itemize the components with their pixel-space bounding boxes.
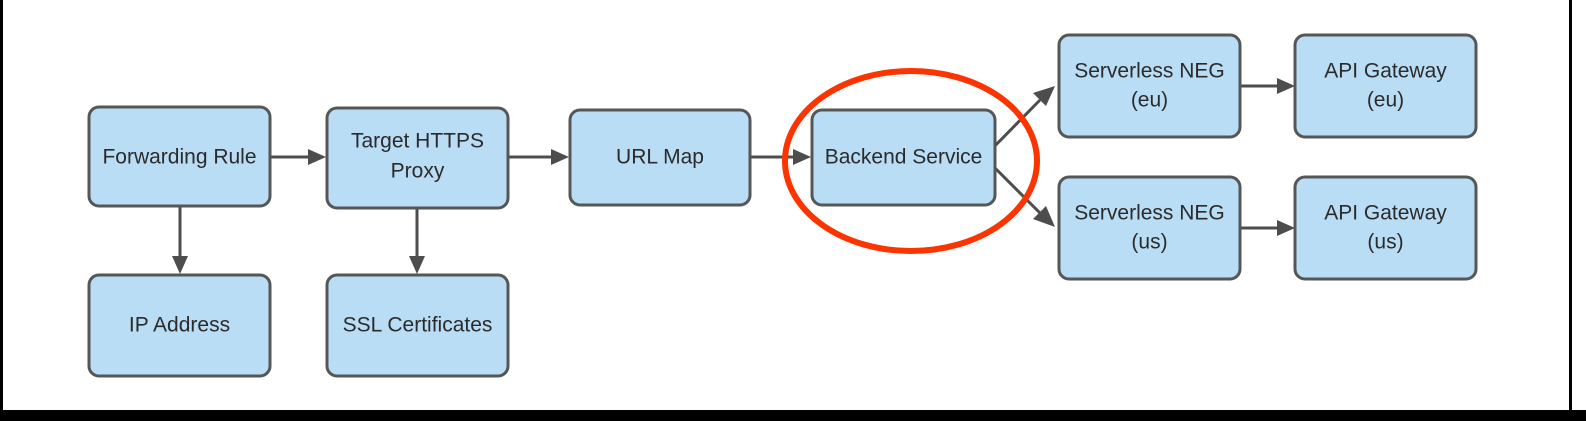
frame-right-border	[1569, 0, 1572, 421]
node-forwarding-rule-box[interactable]	[87, 105, 272, 208]
node-api-gateway-eu-label-line2: (eu)	[1367, 89, 1404, 112]
node-target-https-proxy[interactable]: Target HTTPS Proxy	[325, 106, 510, 210]
node-serverless-neg-us[interactable]: Serverless NEG (us)	[1057, 175, 1242, 281]
node-backend-service-box[interactable]	[810, 108, 997, 207]
node-api-gateway-us-box[interactable]	[1293, 175, 1478, 281]
node-url-map[interactable]: URL Map	[568, 108, 752, 207]
node-api-gateway-eu-label-line1: API Gateway	[1324, 60, 1447, 83]
frame-bottom-bar	[0, 410, 1586, 421]
node-target-https-proxy-box[interactable]	[325, 106, 510, 210]
edge-serverless-neg-eu-to-api-gateway-eu	[1240, 78, 1295, 94]
node-api-gateway-eu-box[interactable]	[1293, 33, 1478, 139]
node-serverless-neg-eu-label-line2: (eu)	[1131, 89, 1168, 112]
node-serverless-neg-eu-label-line1: Serverless NEG	[1074, 60, 1225, 83]
node-serverless-neg-eu[interactable]: Serverless NEG (eu)	[1057, 33, 1242, 139]
node-serverless-neg-us-label-line2: (us)	[1131, 231, 1167, 254]
edge-target-https-proxy-to-ssl-certificates	[409, 208, 425, 274]
node-serverless-neg-us-box[interactable]	[1057, 175, 1242, 281]
node-ssl-certificates[interactable]: SSL Certificates	[325, 273, 510, 378]
frame-left-border	[0, 0, 3, 421]
node-url-map-box[interactable]	[568, 108, 752, 207]
node-layer: Forwarding Rule Target HTTPS Proxy URL M…	[87, 33, 1478, 378]
node-ssl-certificates-label: SSL Certificates	[343, 314, 493, 337]
node-serverless-neg-us-label-line1: Serverless NEG	[1074, 202, 1225, 225]
node-ip-address[interactable]: IP Address	[87, 273, 272, 378]
node-target-https-proxy-label-line2: Proxy	[391, 160, 445, 183]
node-ip-address-box[interactable]	[87, 273, 272, 378]
edge-url-map-to-backend-service	[750, 149, 811, 165]
edge-forwarding-rule-to-target-https-proxy	[270, 149, 326, 165]
node-backend-service-label: Backend Service	[825, 146, 983, 169]
node-ssl-certificates-box[interactable]	[325, 273, 510, 378]
node-api-gateway-us-label-line2: (us)	[1367, 231, 1403, 254]
edge-forwarding-rule-to-ip-address	[172, 206, 188, 274]
node-target-https-proxy-label-line1: Target HTTPS	[351, 130, 484, 153]
node-forwarding-rule-label: Forwarding Rule	[102, 146, 256, 169]
node-api-gateway-eu[interactable]: API Gateway (eu)	[1293, 33, 1478, 139]
node-serverless-neg-eu-box[interactable]	[1057, 33, 1242, 139]
node-ip-address-label: IP Address	[129, 314, 230, 337]
node-api-gateway-us-label-line1: API Gateway	[1324, 202, 1447, 225]
node-url-map-label: URL Map	[616, 146, 704, 169]
backend-service-highlight-ellipse	[782, 68, 1040, 254]
node-backend-service[interactable]: Backend Service	[810, 108, 997, 207]
node-api-gateway-us[interactable]: API Gateway (us)	[1293, 175, 1478, 281]
edge-target-https-proxy-to-url-map	[508, 149, 569, 165]
node-forwarding-rule[interactable]: Forwarding Rule	[87, 105, 272, 208]
edge-serverless-neg-us-to-api-gateway-us	[1240, 220, 1295, 236]
